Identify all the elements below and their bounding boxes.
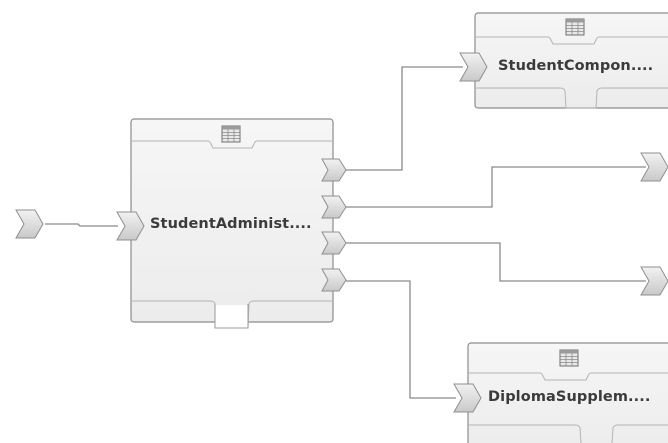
node-student-administration[interactable]	[116, 118, 347, 329]
connector-to-student-component[interactable]	[346, 66, 463, 171]
connector-to-diploma-supplement[interactable]	[346, 280, 456, 399]
node-label-student-administration: StudentAdminist....	[150, 216, 312, 232]
connector-to-right-port-lower[interactable]	[346, 242, 646, 282]
connector-source-to-student-administration[interactable]	[45, 223, 118, 227]
table-icon	[221, 125, 241, 143]
node-label-diploma-supplement: DiplomaSupplem....	[488, 389, 651, 405]
table-icon	[559, 349, 579, 367]
node-diploma-supplement[interactable]	[453, 342, 668, 443]
connectors	[45, 66, 646, 399]
source-output-port-icon[interactable]	[15, 209, 44, 239]
node-student-component[interactable]	[459, 12, 668, 109]
table-icon	[565, 18, 585, 36]
node-label-student-component: StudentCompon....	[498, 58, 654, 74]
connector-to-right-port-upper[interactable]	[346, 166, 646, 208]
